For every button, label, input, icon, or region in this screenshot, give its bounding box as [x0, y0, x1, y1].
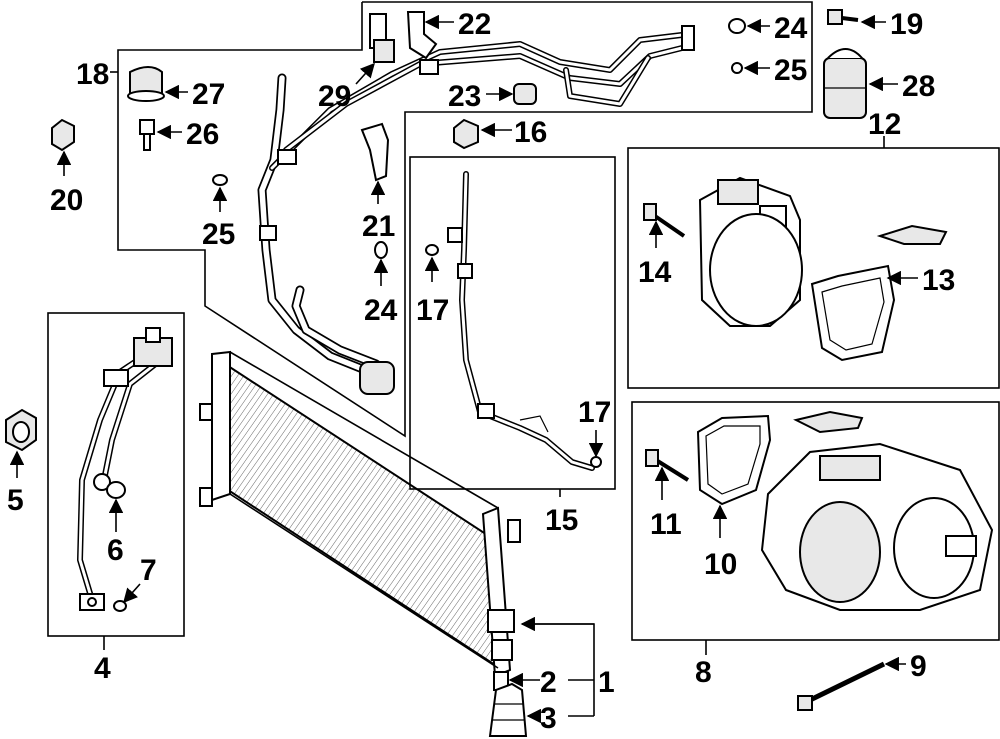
o-ring-6	[106, 481, 126, 499]
o-ring-17-upper	[425, 244, 439, 256]
callout-17-lower: 17	[578, 396, 611, 429]
callout-8: 8	[695, 656, 712, 689]
callout-27: 27	[192, 78, 225, 111]
group-box-18	[117, 1, 813, 438]
leader-lines	[9, 14, 918, 724]
bolt-19	[827, 9, 859, 25]
bolt-11	[645, 449, 690, 482]
callout-13: 13	[922, 264, 955, 297]
o-ring-24-upper	[728, 18, 746, 34]
callout-3: 3	[540, 702, 557, 735]
callout-10: 10	[704, 548, 737, 581]
callout-5: 5	[7, 484, 24, 517]
bolt-14	[643, 203, 686, 238]
callout-9: 9	[910, 650, 927, 683]
callout-24-upper: 24	[774, 12, 808, 45]
nut-5	[5, 408, 37, 452]
compressor-8	[760, 442, 994, 611]
bracket-21	[360, 122, 390, 182]
o-ring-17-lower	[590, 456, 602, 468]
gasket-10	[696, 414, 772, 506]
hose-15	[447, 171, 595, 471]
callout-25-upper: 25	[774, 54, 807, 87]
gasket-13	[810, 264, 896, 362]
compressor-clutch-12	[698, 176, 803, 327]
condenser	[199, 350, 521, 691]
callout-4: 4	[94, 652, 111, 685]
grommet-23	[513, 83, 537, 105]
callout-15: 15	[545, 504, 578, 537]
o-ring-25-upper	[731, 62, 743, 74]
callout-14: 14	[638, 256, 672, 289]
callout-12: 12	[868, 108, 901, 141]
callout-18: 18	[76, 58, 109, 91]
callout-26: 26	[186, 118, 219, 151]
bolt-9	[797, 661, 886, 711]
callout-17-upper: 17	[416, 294, 449, 327]
callout-16: 16	[514, 116, 547, 149]
callout-7: 7	[140, 554, 157, 587]
nut-16	[453, 118, 479, 150]
callout-labels: 1 2 3 4 5 6 7 8 9 10 11 12 13 14 15 16 1…	[7, 8, 955, 735]
callout-24-lower: 24	[364, 294, 398, 327]
clip-12	[876, 224, 948, 245]
group-box-12	[627, 147, 1000, 389]
callout-21: 21	[362, 210, 395, 243]
clip-22	[406, 11, 438, 60]
callout-25-lower: 25	[202, 218, 235, 251]
switch-29	[369, 13, 395, 63]
callout-19: 19	[890, 8, 923, 41]
suction-discharge-hoses	[257, 25, 695, 395]
callout-6: 6	[107, 534, 124, 567]
o-ring-7	[113, 600, 127, 612]
bushing	[488, 682, 528, 737]
callout-1: 1	[598, 666, 615, 699]
callout-11: 11	[650, 508, 682, 541]
callout-29: 29	[318, 80, 351, 113]
callout-28: 28	[902, 70, 935, 103]
group-box-15	[409, 156, 616, 490]
nut-20	[51, 118, 75, 152]
group-box-4	[47, 312, 185, 637]
o-ring-24-lower	[374, 241, 388, 259]
callout-23: 23	[448, 80, 481, 113]
callout-22: 22	[458, 8, 491, 41]
liquid-line-4	[77, 327, 173, 611]
valve-26	[139, 119, 155, 151]
cap-27	[127, 66, 165, 102]
o-ring-25-lower	[212, 174, 228, 186]
callout-2: 2	[540, 666, 557, 699]
clip-8	[793, 410, 864, 434]
callout-20: 20	[50, 184, 83, 217]
group-box-8	[631, 401, 1000, 641]
module-28	[823, 48, 867, 119]
